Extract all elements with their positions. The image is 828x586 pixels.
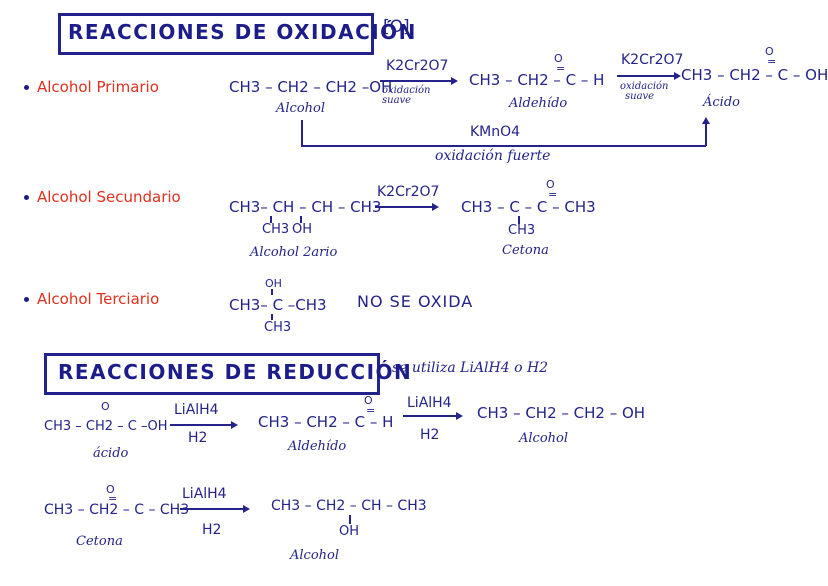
secondary-product-bond xyxy=(518,216,520,224)
primary-arrow-2 xyxy=(617,75,675,77)
tertiary-top: OH xyxy=(265,277,282,290)
reduction-ketone-reagent-below: H2 xyxy=(202,522,222,538)
primary-reactant-name: Alcohol xyxy=(276,101,326,116)
secondary-product: CH3 – C – C – CH3 xyxy=(461,198,596,216)
tertiary-bottom: CH3 xyxy=(264,320,292,335)
tertiary-alcohol-label: Alcohol Terciario xyxy=(24,290,159,308)
secondary-product-double-bond: = xyxy=(548,188,558,201)
primary-reactant: CH3 – CH2 – CH2 –OH xyxy=(229,78,393,96)
tertiary-result: NO SE OXIDA xyxy=(357,292,474,311)
secondary-product-name: Cetona xyxy=(502,243,549,258)
reduction-acid-arrow-1 xyxy=(170,424,232,426)
primary-product1-oxygen: O xyxy=(554,52,563,65)
strong-bracket-bottom xyxy=(301,145,706,147)
primary-condition-1a: oxidación xyxy=(382,85,431,96)
bullet-icon xyxy=(24,85,29,90)
reduction-ketone-product-name: Alcohol xyxy=(290,548,340,563)
arrow-head-icon xyxy=(456,412,463,420)
primary-condition-1b: suave xyxy=(382,95,412,106)
tertiary-main: CH3– C –CH3 xyxy=(229,296,327,314)
reduction-acid-product2-name: Alcohol xyxy=(519,431,569,446)
reduction-title: REACCIONES DE REDUCCIÓN xyxy=(58,360,413,384)
secondary-reagent: K2Cr2O7 xyxy=(377,184,440,200)
reduction-title-box xyxy=(44,353,380,395)
reduction-acid-product1-double-bond: = xyxy=(366,404,376,417)
primary-condition-2a: oxidación xyxy=(620,81,669,92)
reduction-ketone-product-sub: OH xyxy=(339,524,360,539)
arrow-up-icon xyxy=(702,117,710,124)
bullet-icon xyxy=(24,195,29,200)
secondary-reactant-sub1: CH3 xyxy=(262,222,290,237)
arrow-head-icon xyxy=(432,203,439,211)
tertiary-bond-top xyxy=(271,289,273,295)
bullet-icon xyxy=(24,297,29,302)
arrow-head-icon xyxy=(674,72,681,80)
tertiary-bond-bottom xyxy=(271,314,273,320)
oxidation-title-box xyxy=(58,13,374,55)
secondary-alcohol-label: Alcohol Secundario xyxy=(24,188,181,206)
reduction-acid-reagent-2: LiAlH4 xyxy=(407,395,452,411)
primary-reagent-1: K2Cr2O7 xyxy=(386,58,449,74)
secondary-reactant-name: Alcohol 2ario xyxy=(250,245,338,260)
reduction-ketone-reactant-name: Cetona xyxy=(76,534,123,549)
primary-condition-2b: suave xyxy=(625,91,655,102)
reduction-acid-product1-name: Aldehído xyxy=(288,439,347,454)
reduction-acid-product2: CH3 – CH2 – CH2 – OH xyxy=(477,404,646,422)
oxidation-title: REACCIONES DE OXIDACIÓN xyxy=(68,20,417,44)
secondary-reactant-sub2: OH xyxy=(292,222,313,237)
primary-product2-double-bond: = xyxy=(767,55,777,68)
primary-arrow-1 xyxy=(380,80,452,82)
secondary-product-oxygen: O xyxy=(546,178,555,191)
primary-product2-name: Ácido xyxy=(703,95,740,110)
oxidation-symbol: [O] xyxy=(383,17,410,37)
arrow-head-icon xyxy=(243,505,250,513)
strong-bracket-left xyxy=(301,120,303,146)
primary-product1-name: Aldehído xyxy=(509,96,568,111)
strong-reagent: KMnO4 xyxy=(470,124,521,140)
reduction-ketone-double-bond: = xyxy=(108,492,118,505)
reduction-ketone-reagent: LiAlH4 xyxy=(182,486,227,502)
tertiary-alcohol-text: Alcohol Terciario xyxy=(37,290,160,308)
reduction-acid-reagent-1: LiAlH4 xyxy=(174,402,219,418)
reduction-ketone-arrow xyxy=(180,508,244,510)
secondary-product-sub: CH3 xyxy=(508,223,536,238)
secondary-alcohol-text: Alcohol Secundario xyxy=(37,188,181,206)
primary-product1: CH3 – CH2 – C – H xyxy=(469,71,605,89)
primary-product2: CH3 – CH2 – C – OH xyxy=(681,66,828,84)
strong-label: oxidación fuerte xyxy=(435,148,551,164)
secondary-arrow xyxy=(375,206,433,208)
reduction-ketone-product-bond xyxy=(349,515,351,524)
strong-bracket-right xyxy=(705,122,707,146)
reduction-ketone-reactant-oxygen: O xyxy=(106,483,115,496)
primary-reagent-2: K2Cr2O7 xyxy=(621,52,684,68)
reduction-acid-reactant: CH3 – CH2 – C –OH xyxy=(44,419,168,434)
reduction-acid-arrow-2 xyxy=(403,415,457,417)
reduction-acid-product1: CH3 – CH2 – C – H xyxy=(258,413,394,431)
reduction-acid-reagent-1-below: H2 xyxy=(188,430,208,446)
secondary-bond-1 xyxy=(270,216,272,223)
secondary-bond-2 xyxy=(300,216,302,223)
arrow-head-icon xyxy=(451,77,458,85)
primary-alcohol-label: Alcohol Primario xyxy=(24,78,159,96)
primary-alcohol-text: Alcohol Primario xyxy=(37,78,159,96)
reduction-note: se utiliza LiAlH4 o H2 xyxy=(392,360,549,376)
reduction-acid-reagent-2-below: H2 xyxy=(420,427,440,443)
secondary-reactant: CH3– CH – CH – CH3 xyxy=(229,198,382,216)
reduction-ketone-reactant: CH3 – CH2 – C – CH3 xyxy=(44,502,190,518)
reduction-acid-product1-oxygen: O xyxy=(364,394,373,407)
primary-product2-oxygen: O xyxy=(765,45,774,58)
reduction-acid-reactant-oxygen: O xyxy=(101,400,110,413)
reduction-ketone-product: CH3 – CH2 – CH – CH3 xyxy=(271,498,427,514)
primary-product1-double-bond: = xyxy=(556,62,566,75)
reduction-acid-reactant-name: ácido xyxy=(93,446,129,461)
arrow-head-icon xyxy=(231,421,238,429)
